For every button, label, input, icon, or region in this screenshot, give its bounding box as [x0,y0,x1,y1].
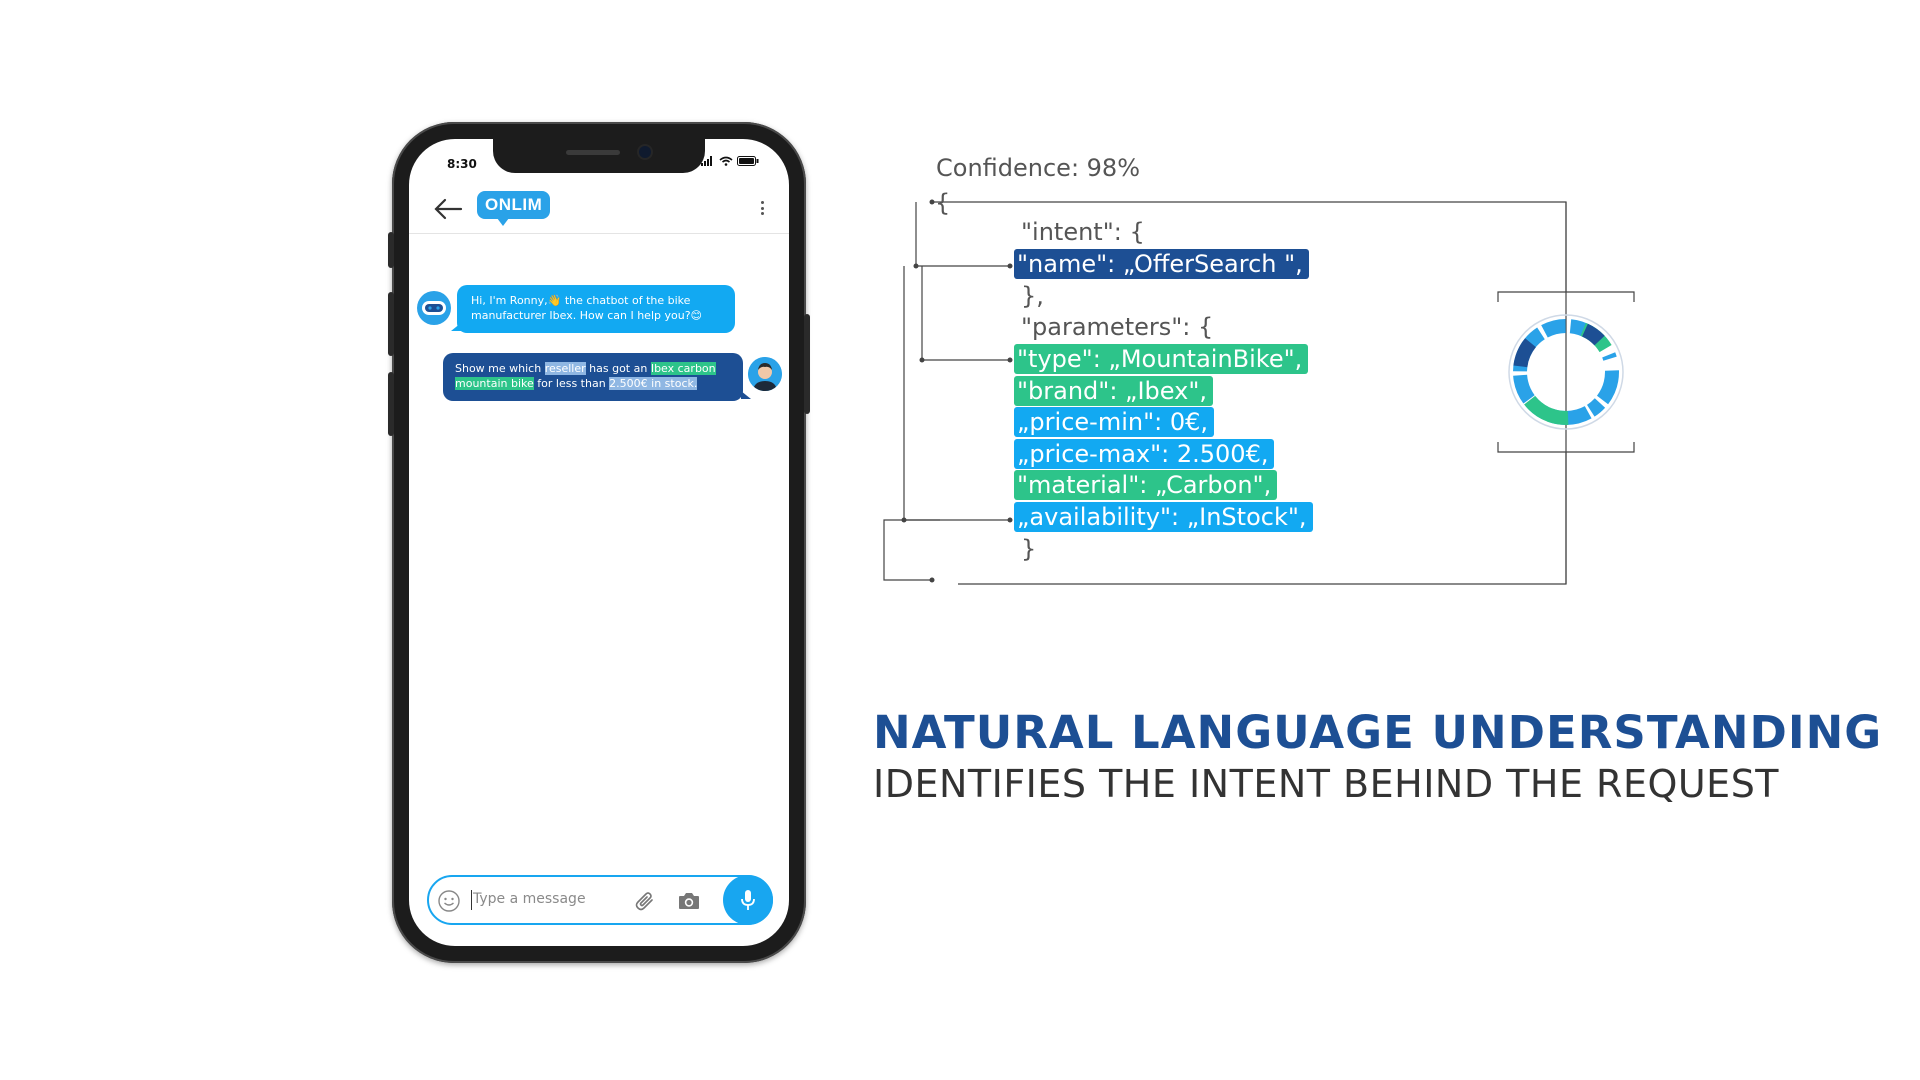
json-intent-close: }, [1021,282,1044,310]
phone-silent-switch [388,232,394,268]
json-parameters-close: } [1021,535,1037,563]
bot-message-line-2: manufacturer Ibex. How can I help you?😊 [471,309,703,322]
highlight-price: 2.500€ in stock. [609,377,698,390]
json-param-material: "material": „Carbon", [1014,470,1278,500]
confidence-label: Confidence: 98% [936,154,1140,182]
phone-screen: 8:30 ONLIM [409,139,789,946]
message-input-bar[interactable]: Type a message [427,875,773,925]
bot-face-icon [422,301,446,315]
json-param-price-max: „price-max": 2.500€, [1014,439,1275,469]
highlight-type: mountain bike [455,377,534,390]
phone-notch [493,139,705,173]
json-open-brace: { [935,189,951,217]
paperclip-icon[interactable] [633,889,657,913]
headline-title: NATURAL LANGUAGE UNDERSTANDING [873,706,1883,759]
logo-text: ONLIM [485,195,543,214]
status-time: 8:30 [447,157,477,171]
emoji-icon[interactable] [437,889,461,913]
user-avatar [748,357,782,391]
battery-icon [737,156,759,166]
json-param-type: "type": „MountainBike", [1014,344,1309,374]
microphone-button[interactable] [723,875,773,925]
phone-volume-down [388,372,394,436]
json-name-chip: "name": „OfferSearch ", [1014,249,1309,279]
headline-subtitle: IDENTIFIES THE INTENT BEHIND THE REQUEST [873,762,1780,806]
more-vertical-icon[interactable] [759,197,765,219]
text-cursor [471,890,472,910]
bot-message-bubble: Hi, I'm Ronny,👋 the chatbot of the bike … [451,285,735,333]
back-arrow-icon[interactable] [433,197,463,221]
camera-icon[interactable] [677,890,701,912]
json-intent-key: "intent": { [1021,218,1145,246]
json-param-brand: "brand": „Ibex", [1014,376,1214,406]
onlim-logo: ONLIM [477,191,551,226]
bot-message-line-1: Hi, I'm Ronny,👋 the chatbot of the bike [471,294,691,307]
microphone-icon [741,890,755,910]
highlight-reseller: reseller [544,362,586,375]
speaker-grille [566,150,620,155]
phone-volume-up [388,292,394,356]
smile-emoji: 😊 [690,309,703,322]
wave-emoji: 👋 [547,294,562,307]
wifi-icon [719,156,733,166]
chat-header: ONLIM [409,183,789,234]
logo-tail [497,218,509,226]
json-parameters-key: "parameters": { [1021,313,1214,341]
signal-icon [701,156,712,166]
processing-ring-icon [1508,314,1624,430]
json-param-price-min: „price-min": 0€, [1014,407,1215,437]
message-input[interactable]: Type a message [473,891,586,907]
phone-power-button [804,314,810,414]
highlight-brand-material: Ibex carbon [650,362,716,375]
user-message-bubble: Show me which reseller has got an Ibex c… [443,353,751,401]
person-icon [748,357,782,391]
front-camera [639,146,651,158]
status-icons [701,156,759,166]
json-param-availability: „availability": „InStock", [1014,502,1313,532]
bot-avatar [417,291,451,325]
